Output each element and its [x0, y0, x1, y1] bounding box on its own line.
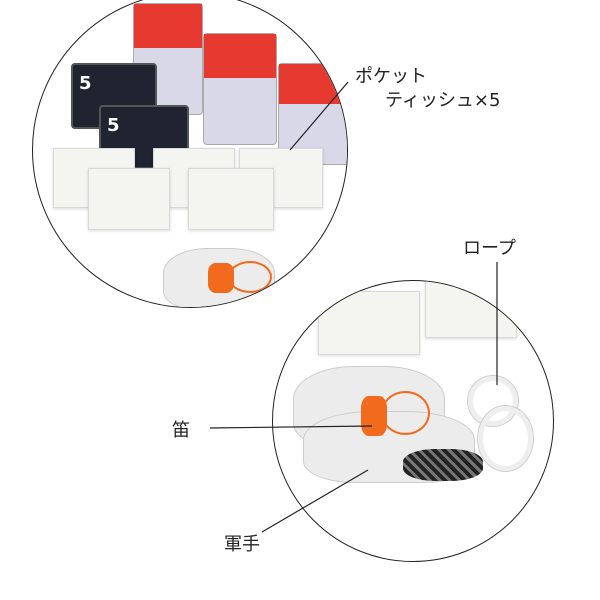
- toilet-pack: [203, 33, 277, 145]
- pocket-tissue: [425, 281, 517, 338]
- gloves-label: 軍手: [224, 534, 260, 555]
- pocket-tissue: [188, 168, 274, 230]
- whistle-label: 笛: [172, 420, 190, 441]
- whistle-cord: [381, 391, 430, 435]
- tissue-detail-circle: 5 5: [32, 0, 348, 308]
- pocket-tissue: [318, 291, 420, 355]
- pocket-tissue: [88, 168, 170, 230]
- gloves-callout-line: [261, 469, 369, 533]
- accessories-detail-circle: [272, 280, 554, 562]
- tissue-callout-line: [289, 81, 349, 151]
- glove-cuff: [403, 449, 483, 481]
- whistle-cord: [228, 261, 272, 293]
- rope-label: ロープ: [463, 238, 516, 259]
- tissue-label-line1: ポケット: [355, 66, 427, 87]
- toilet-pack: [133, 3, 203, 115]
- whistle-callout-line: [209, 425, 373, 429]
- tissue-label-line2: ティッシュ×5: [385, 90, 501, 111]
- rope: [478, 406, 533, 471]
